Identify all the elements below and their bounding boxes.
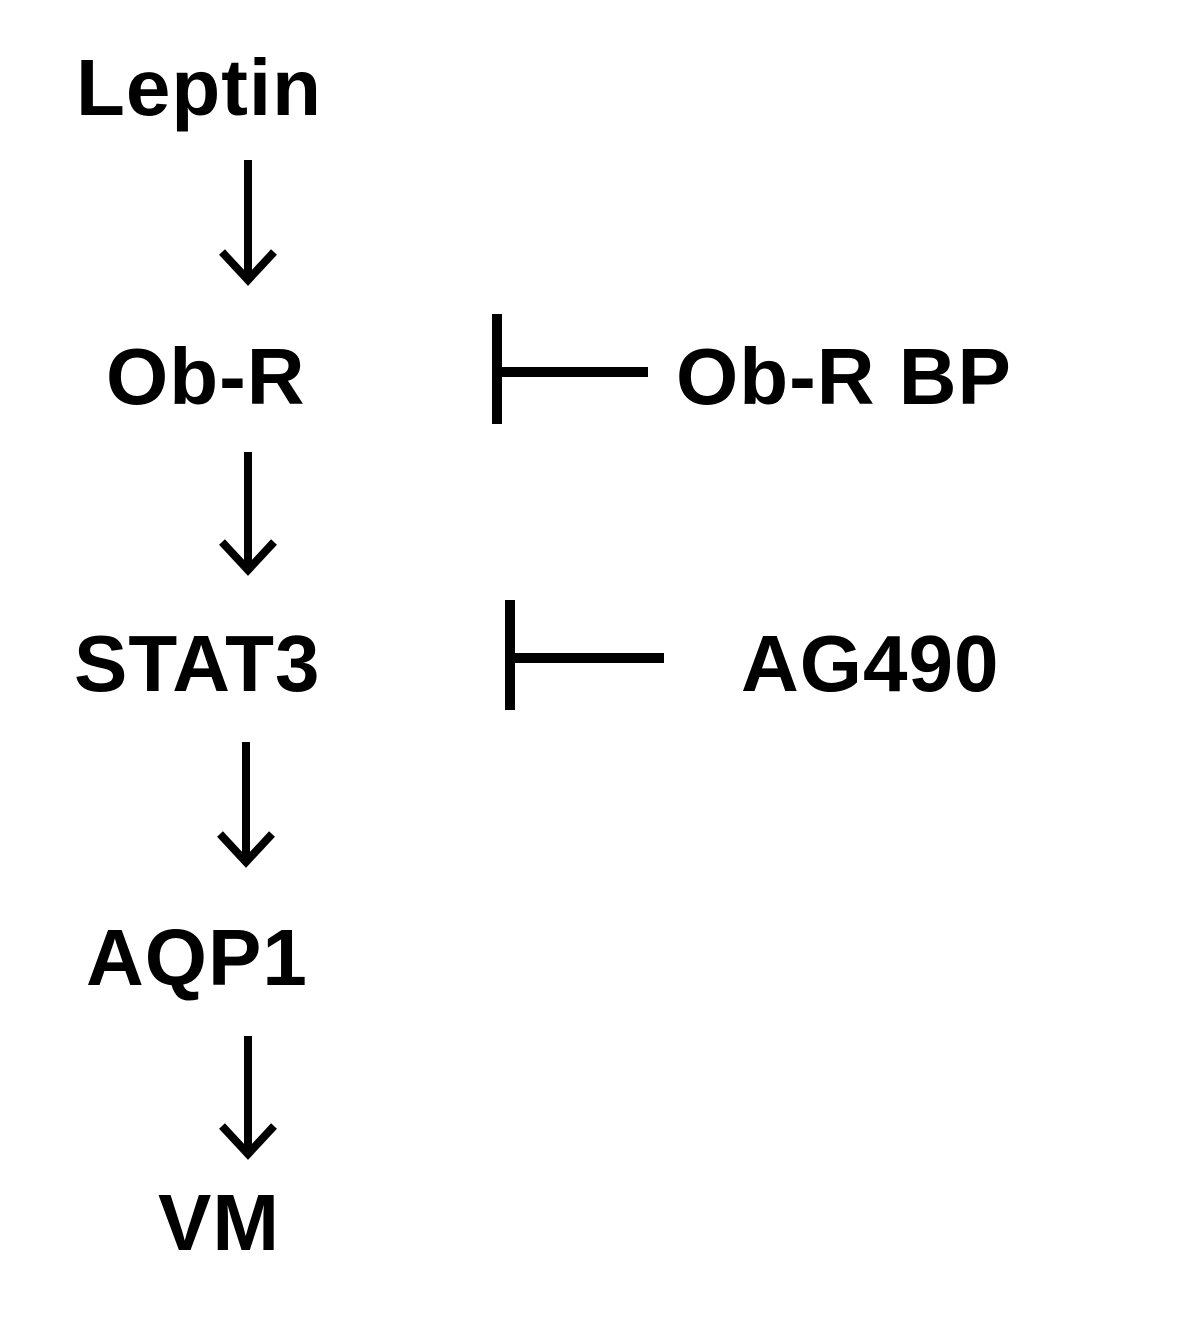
node-stat3: STAT3 [74,619,321,708]
node-leptin: Leptin [76,43,322,132]
node-ob-r: Ob-R [106,332,306,421]
inhibitor-obr-bp-to-ob-r [492,314,648,424]
node-ag490: AG490 [741,619,1000,708]
arrow-leptin-to-ob-r [219,160,277,286]
arrow-aqp1-to-vm [219,1036,277,1160]
inhibitor-ag490-to-stat3 [505,600,664,710]
arrow-ob-r-to-stat3 [219,452,277,576]
node-vm: VM [158,1178,280,1267]
arrow-stat3-to-aqp1 [217,742,275,868]
node-ob-r-bp: Ob-R BP [676,332,1012,421]
node-aqp1: AQP1 [86,913,308,1002]
